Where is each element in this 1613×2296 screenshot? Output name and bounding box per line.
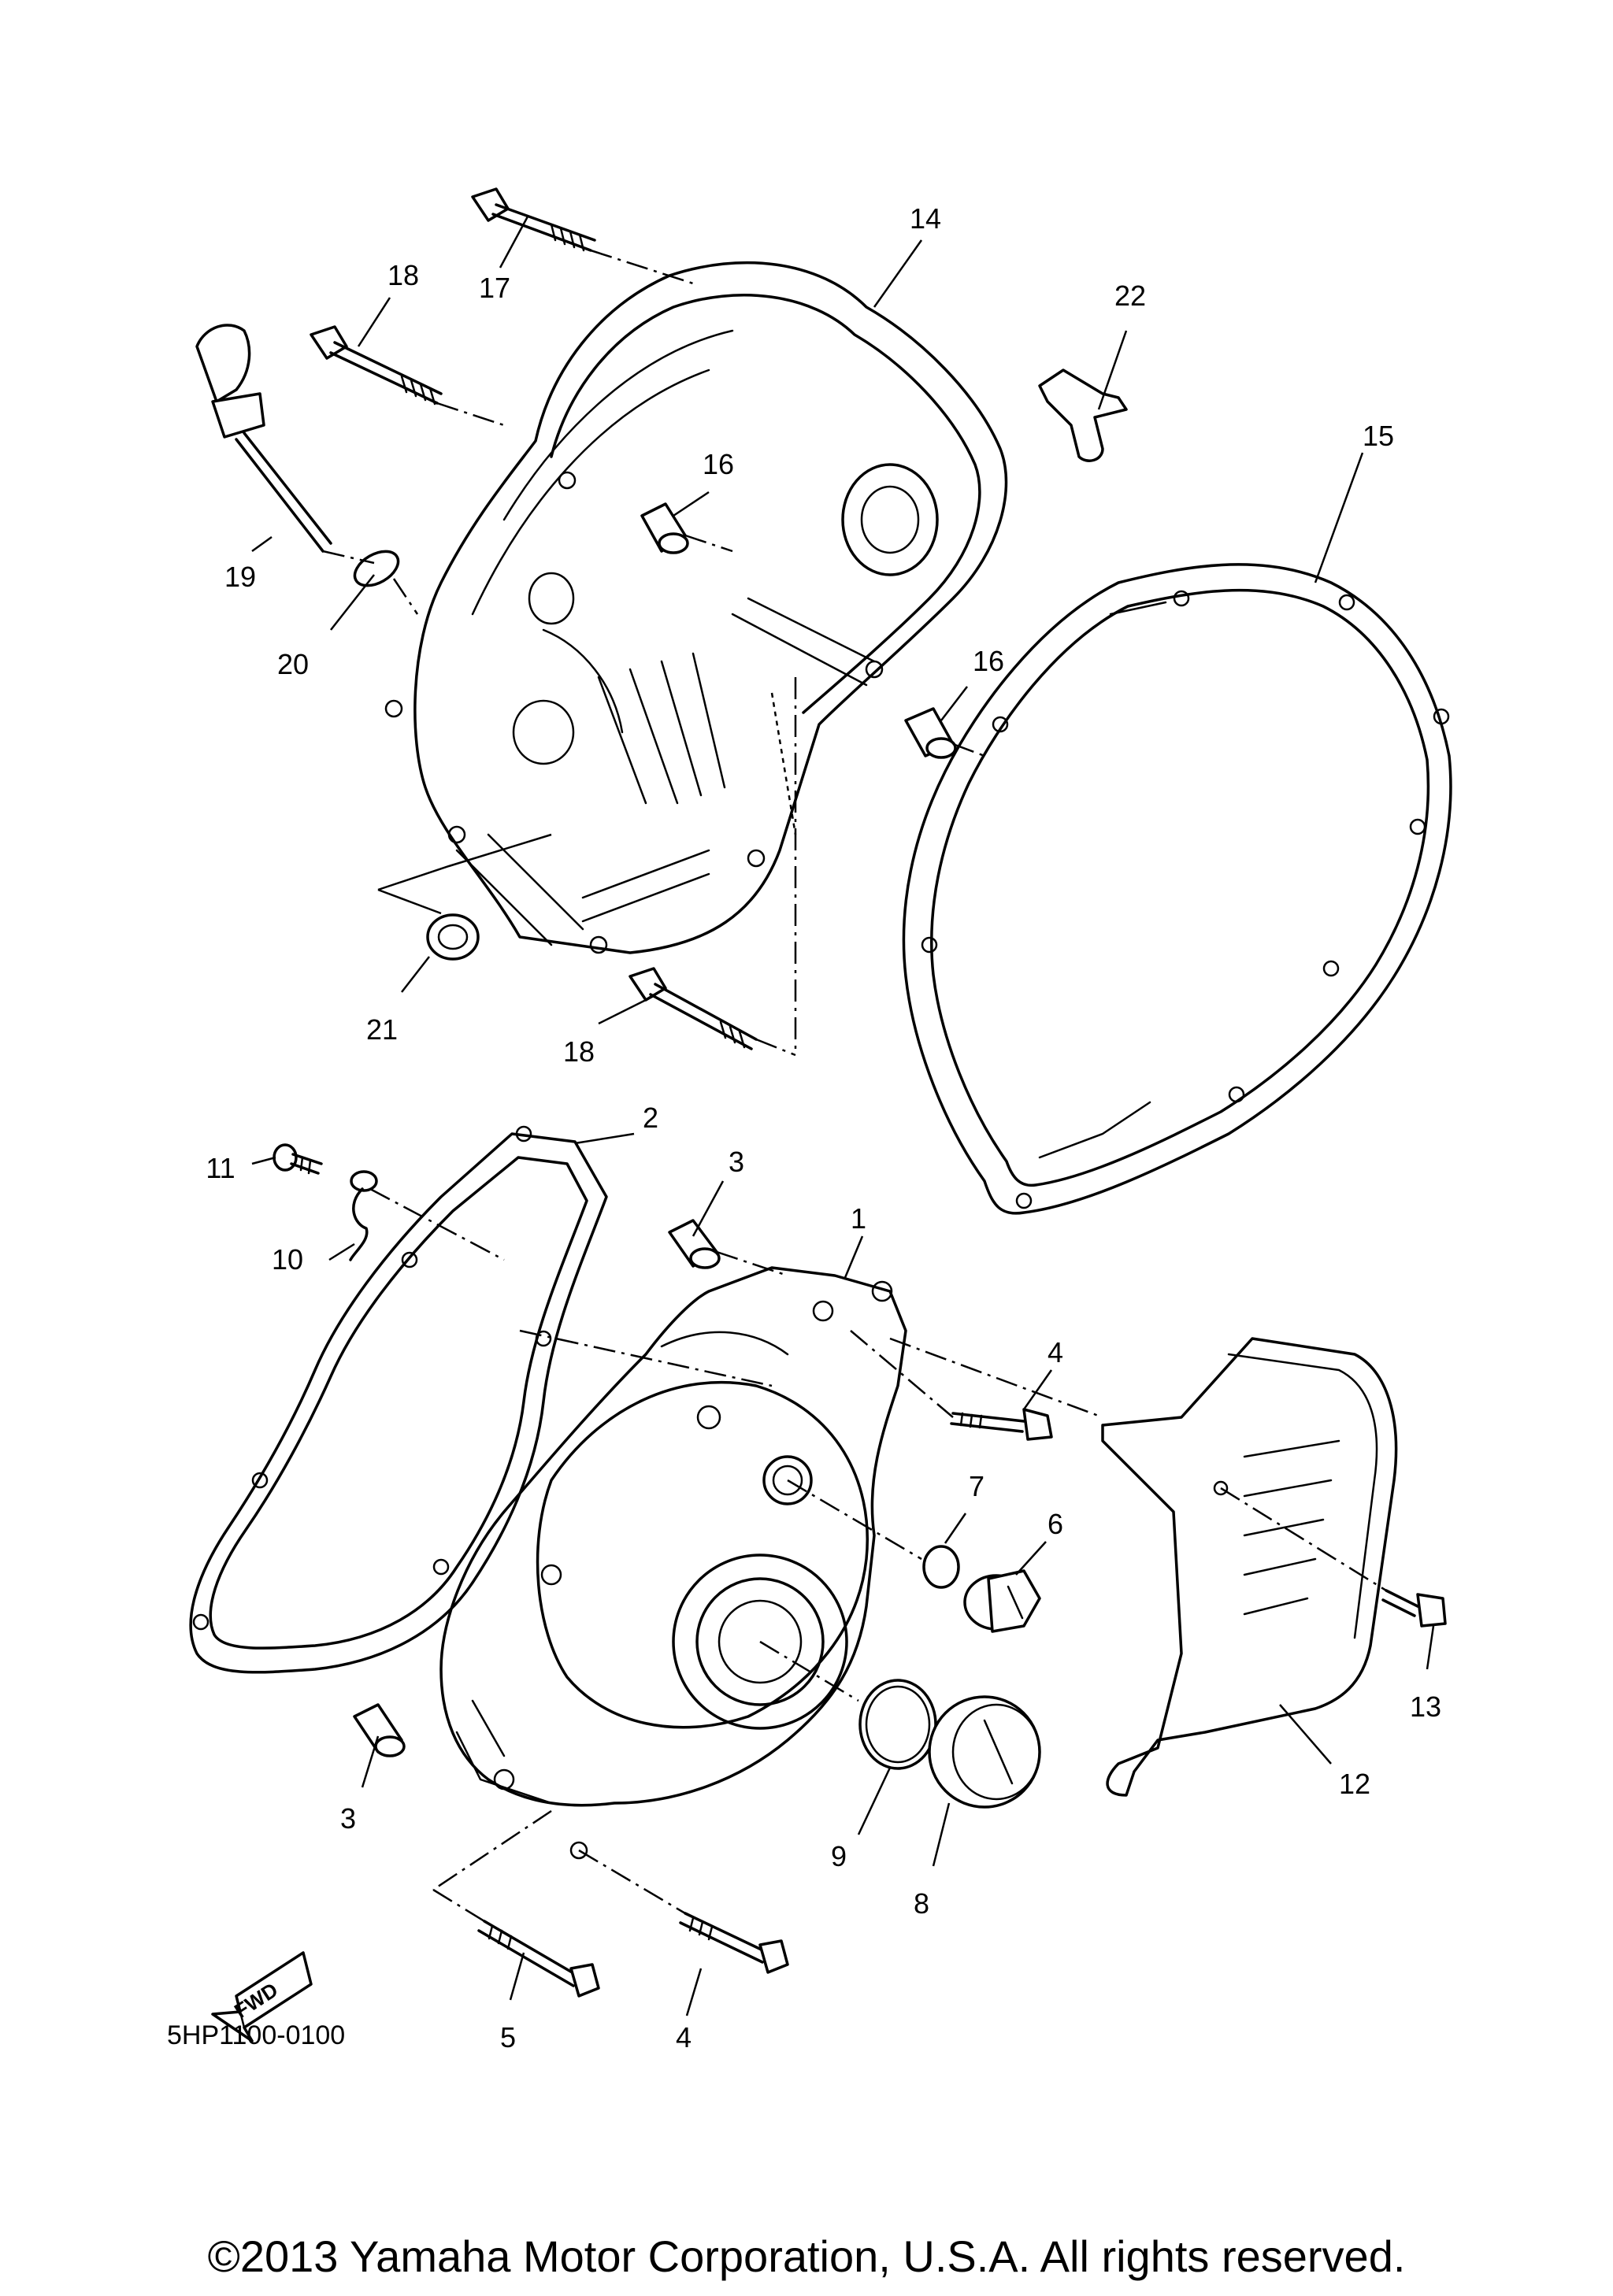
bolt-5	[477, 1920, 600, 1998]
callout-20: 20	[277, 648, 309, 680]
callout-22: 22	[1114, 280, 1146, 312]
screw-13	[1381, 1589, 1447, 1628]
diagram-code: 5HP1100-0100	[167, 2020, 345, 2050]
callout-8: 8	[914, 1887, 929, 1920]
gasket-2	[189, 1125, 608, 1674]
callout-10: 10	[272, 1243, 303, 1276]
gasket-15	[902, 563, 1452, 1215]
bolt-18-lower	[629, 967, 758, 1050]
clamp-22	[1038, 368, 1128, 462]
bolt-18-upper	[310, 325, 443, 406]
oil-seal-21	[426, 913, 480, 961]
bolt-11	[273, 1143, 323, 1175]
callout-6: 6	[1048, 1508, 1063, 1540]
callout-14: 14	[910, 202, 941, 235]
bolt-4-upper	[950, 1408, 1053, 1441]
callout-19: 19	[224, 561, 256, 593]
callouts: 1 2 3 3 4 4 5 6 7 8 9 10 11 12 13 14 15 …	[206, 202, 1441, 2053]
callout-3-upper: 3	[729, 1146, 744, 1178]
callout-3-lower: 3	[340, 1802, 356, 1835]
callout-13: 13	[1410, 1691, 1441, 1723]
callout-16-lower: 16	[973, 645, 1004, 677]
plug-6	[963, 1569, 1041, 1633]
o-ring-20	[353, 550, 400, 587]
callout-16-upper: 16	[703, 448, 734, 480]
callout-12: 12	[1339, 1768, 1370, 1800]
callout-21: 21	[366, 1013, 398, 1046]
callout-4-upper: 4	[1048, 1336, 1063, 1368]
callout-1: 1	[851, 1202, 866, 1235]
callout-4-lower: 4	[676, 2021, 692, 2053]
dowel-pin-16b	[904, 707, 957, 759]
crankcase-cover-14	[384, 261, 1008, 954]
o-ring-9	[858, 1679, 937, 1770]
callout-17: 17	[479, 272, 510, 304]
clip-10	[349, 1170, 378, 1261]
assembly-lines	[322, 249, 1387, 1923]
callout-18-upper: 18	[387, 259, 419, 291]
plug-8	[928, 1695, 1041, 1809]
callout-2: 2	[643, 1102, 658, 1134]
callout-18-lower: 18	[563, 1035, 595, 1068]
bolt-17	[471, 187, 596, 252]
callout-11: 11	[206, 1152, 235, 1184]
callout-5: 5	[500, 2021, 516, 2053]
dowel-3a	[668, 1219, 721, 1269]
callout-7: 7	[969, 1470, 984, 1502]
o-ring-7	[922, 1545, 960, 1589]
generator-cover-1	[439, 1266, 907, 1860]
guard-12	[1101, 1337, 1398, 1797]
callout-15: 15	[1363, 420, 1394, 452]
bolt-4-lower	[679, 1912, 789, 1974]
copyright-text: ©2013 Yamaha Motor Corporation, U.S.A. A…	[208, 2231, 1406, 2281]
dipstick-19	[195, 324, 332, 553]
dowel-3b	[353, 1703, 406, 1757]
leader-lines	[251, 216, 1435, 2016]
callout-9: 9	[831, 1840, 847, 1872]
